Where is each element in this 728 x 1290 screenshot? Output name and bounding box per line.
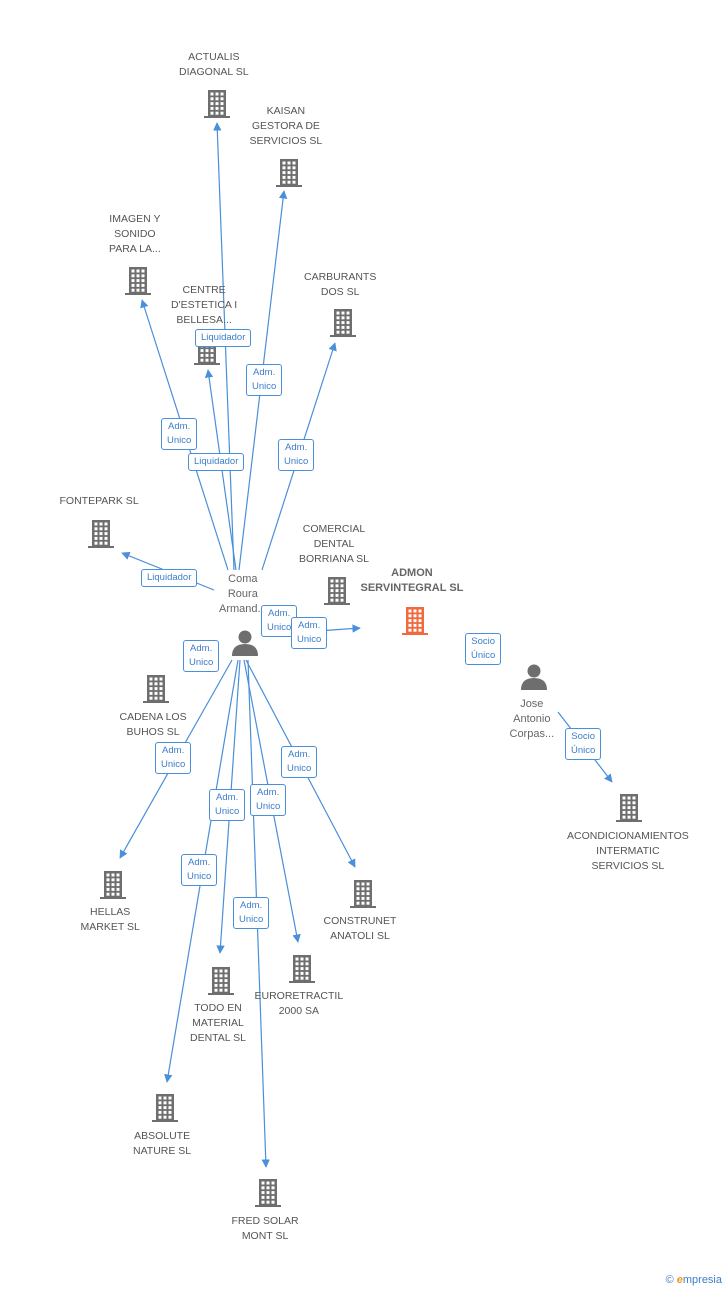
relation-badge[interactable]: Adm. Unico [250, 784, 287, 816]
building-icon[interactable] [125, 267, 151, 295]
building-icon[interactable] [402, 607, 428, 635]
building-icon[interactable] [204, 90, 230, 118]
building-icon[interactable] [324, 577, 350, 605]
company-label-carburants[interactable]: CARBURANTS DOS SL [304, 271, 377, 298]
relation-badge[interactable]: Adm. Unico [291, 617, 328, 649]
person-label-coma[interactable]: Coma Roura Armand... [219, 573, 267, 615]
company-label-fontepark[interactable]: FONTEPARK SL [59, 495, 139, 507]
person-icon[interactable] [521, 664, 547, 691]
company-label-todo[interactable]: TODO EN MATERIAL DENTAL SL [190, 1002, 247, 1044]
company-label-construnet[interactable]: CONSTRUNET ANATOLI SL [323, 915, 397, 942]
relation-badge[interactable]: Socio Único [565, 728, 602, 760]
building-icon[interactable] [289, 955, 315, 983]
relation-badge[interactable]: Adm. Unico [209, 789, 246, 821]
building-icon[interactable] [330, 309, 356, 337]
building-icon[interactable] [143, 675, 169, 703]
building-icon[interactable] [350, 880, 376, 908]
relation-badge[interactable]: Adm. Unico [281, 746, 318, 778]
relation-badge[interactable]: Adm. Unico [246, 364, 283, 396]
relation-badge[interactable]: Adm. Unico [161, 418, 198, 450]
company-label-comercial[interactable]: COMERCIAL DENTAL BORRIANA SL [299, 523, 370, 565]
building-icon[interactable] [616, 794, 642, 822]
company-label-acondicionamientos[interactable]: ACONDICIONAMIENTOS INTERMATIC SERVICIOS … [567, 830, 689, 872]
building-icon[interactable] [88, 520, 114, 548]
relation-badge[interactable]: Liquidador [195, 329, 252, 347]
company-label-absolute[interactable]: ABSOLUTE NATURE SL [133, 1130, 192, 1157]
company-label-cadena[interactable]: CADENA LOS BUHOS SL [119, 711, 187, 738]
building-icon[interactable] [255, 1179, 281, 1207]
brand-e: e [676, 1274, 683, 1286]
building-icon[interactable] [208, 967, 234, 995]
company-label-centre[interactable]: CENTRE D'ESTETICA I BELLESA... [171, 284, 238, 326]
empresia-logo: © empresia [666, 1274, 722, 1286]
company-label-admon[interactable]: ADMON SERVINTEGRAL SL [360, 567, 464, 594]
company-label-imagen[interactable]: IMAGEN Y SONIDO PARA LA... [109, 213, 161, 255]
building-icon[interactable] [152, 1094, 178, 1122]
company-label-fred[interactable]: FRED SOLAR MONT SL [231, 1215, 299, 1242]
brand-name: mpresia [682, 1274, 722, 1286]
relation-badge[interactable]: Adm. Unico [278, 439, 315, 471]
relation-badge[interactable]: Liquidador [188, 453, 245, 471]
company-label-hellas[interactable]: HELLAS MARKET SL [80, 906, 140, 933]
relation-badge[interactable]: Adm. Unico [233, 897, 270, 929]
relation-badge[interactable]: Liquidador [141, 569, 198, 587]
building-icon[interactable] [100, 871, 126, 899]
relation-badge[interactable]: Adm. Unico [155, 742, 192, 774]
relation-badge[interactable]: Socio Único [465, 633, 502, 665]
copyright-symbol: © [665, 1274, 674, 1286]
company-label-kaisan[interactable]: KAISAN GESTORA DE SERVICIOS SL [249, 105, 323, 147]
company-label-euroretractil[interactable]: EURORETRACTIL 2000 SA [254, 990, 344, 1017]
person-label-jose[interactable]: Jose Antonio Corpas... [509, 698, 555, 740]
person-icon[interactable] [232, 630, 258, 657]
relation-badge[interactable]: Adm. Unico [181, 854, 218, 886]
relation-badge[interactable]: Adm. Unico [183, 640, 220, 672]
building-icon[interactable] [276, 159, 302, 187]
company-label-actualis[interactable]: ACTUALIS DIAGONAL SL [179, 51, 249, 78]
